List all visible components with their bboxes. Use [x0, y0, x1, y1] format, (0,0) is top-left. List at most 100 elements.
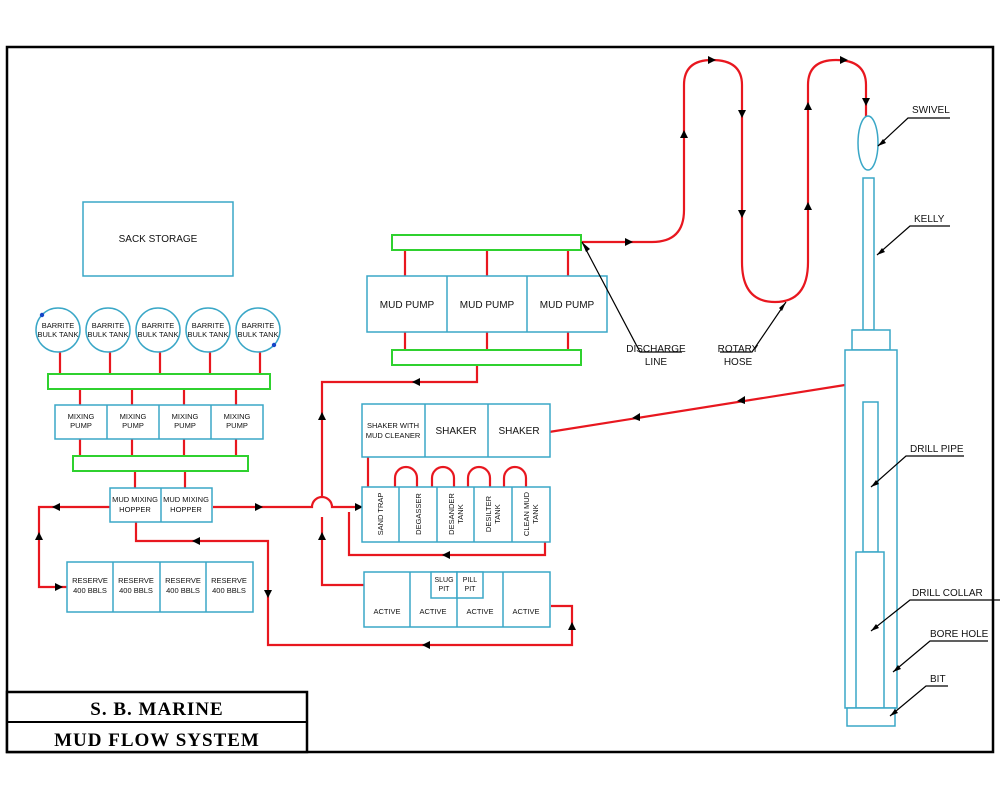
- title-block: S. B. MARINE MUD FLOW SYSTEM: [5, 690, 309, 754]
- barrite-tank: [185, 307, 231, 353]
- pill-pit-label: PIT: [465, 586, 477, 593]
- sack-storage-box: [82, 201, 234, 277]
- rotary-hose-label: ROTARY: [718, 344, 759, 355]
- active-pit-label: ACTIVE: [373, 607, 400, 616]
- barrite-valve-icon: [271, 342, 277, 348]
- mixing-pump-label: PUMP: [174, 421, 196, 430]
- barrite-tank: [85, 307, 131, 353]
- kelly-icon: [862, 177, 875, 331]
- slug-pit-box: [430, 571, 458, 599]
- reserve-pit-label: 400 BBLS: [119, 586, 153, 595]
- drill-collar-label: DRILL COLLAR: [912, 588, 983, 599]
- hopper-label: HOPPER: [170, 505, 202, 514]
- reserve-pit-label: RESERVE: [118, 576, 154, 585]
- mud-pump-label: MUD PUMP: [460, 300, 515, 311]
- mixing-pump-label: MIXING: [172, 412, 199, 421]
- mixing-pump-label: PUMP: [226, 421, 248, 430]
- flow-arrows: [35, 56, 870, 649]
- active-pit-label: ACTIVE: [512, 607, 539, 616]
- shaker-label: SHAKER: [435, 426, 476, 437]
- swivel-icon: [857, 115, 879, 171]
- barrite-tank-label: BULK TANK: [138, 330, 179, 339]
- reserve-pit-label: RESERVE: [165, 576, 201, 585]
- slug-pit-label: PIT: [439, 586, 451, 593]
- shaker-mud-cleaner-label: SHAKER WITH: [367, 421, 419, 430]
- barrite-tank-label: BARRITE: [142, 321, 175, 330]
- callout-leaders: [581, 117, 1000, 717]
- clean-mud-label: TANK: [531, 504, 540, 523]
- hopper-label: MUD MIXING: [112, 495, 158, 504]
- desander-label: DESANDER: [447, 493, 456, 535]
- shaker-label: SHAKER: [498, 426, 539, 437]
- barrite-tank: [135, 307, 181, 353]
- barrite-tank-label: BARRITE: [92, 321, 125, 330]
- barrite-tank-label: BARRITE: [242, 321, 275, 330]
- mud-pump-box: [366, 275, 608, 333]
- bit-label: BIT: [930, 674, 946, 685]
- barrite-tank-label: BULK TANK: [238, 330, 279, 339]
- swivel-label: SWIVEL: [912, 105, 950, 116]
- slug-pit-label: SLUG: [434, 577, 453, 584]
- reserve-pit-label: RESERVE: [211, 576, 247, 585]
- mixing-pump-label: MIXING: [68, 412, 95, 421]
- reserve-pit-label: RESERVE: [72, 576, 108, 585]
- treatment-tank-box: [361, 486, 551, 543]
- well-assembly: [844, 115, 898, 727]
- reserve-pits: RESERVE 400 BBLS RESERVE 400 BBLS RESERV…: [66, 561, 254, 613]
- company-name: S. B. MARINE: [90, 699, 223, 720]
- mixing-pump-label: MIXING: [120, 412, 147, 421]
- barrite-tank: [235, 307, 281, 353]
- treatment-tanks: SAND TRAP DEGASSER DESANDER TANK DESILTE…: [361, 486, 551, 543]
- drill-collar-icon: [855, 551, 885, 709]
- pump-suction-manifold: [391, 349, 582, 366]
- discharge-line-label: DISCHARGE: [626, 344, 686, 355]
- sack-storage-label: SACK STORAGE: [119, 234, 198, 245]
- active-pit-label: ACTIVE: [419, 607, 446, 616]
- barrite-manifold: [47, 373, 271, 390]
- desilter-label: DESILTER: [484, 495, 493, 532]
- barrite-tank-label: BULK TANK: [188, 330, 229, 339]
- mud-pump-label: MUD PUMP: [540, 300, 595, 311]
- pill-pit-label: PILL: [463, 577, 478, 584]
- callout-labels: DISCHARGE LINE ROTARY HOSE SWIVEL KELLY …: [626, 105, 988, 685]
- discharge-line-label: LINE: [645, 357, 668, 368]
- sand-trap-label: SAND TRAP: [376, 493, 385, 536]
- mixing-pump-label: PUMP: [122, 421, 144, 430]
- mixing-manifold: [72, 455, 249, 472]
- degasser-label: DEGASSER: [414, 493, 423, 535]
- desander-label: TANK: [456, 504, 465, 523]
- shakers: SHAKER WITH MUD CLEANER SHAKER SHAKER: [361, 403, 551, 458]
- hopper-label: HOPPER: [119, 505, 151, 514]
- clean-mud-label: CLEAN MUD: [522, 491, 531, 536]
- pill-pit-box: [456, 571, 484, 599]
- active-pits: SLUG PIT PILL PIT ACTIVE ACTIVE ACTIVE A…: [363, 571, 551, 628]
- barrite-tank-label: BULK TANK: [38, 330, 79, 339]
- drill-pipe-label: DRILL PIPE: [910, 444, 964, 455]
- reserve-pit-label: 400 BBLS: [166, 586, 200, 595]
- barrite-tank-label: BARRITE: [42, 321, 75, 330]
- drawing-title: MUD FLOW SYSTEM: [54, 730, 260, 751]
- mixing-pumps: MIXING PUMP MIXING PUMP MIXING PUMP MIXI…: [54, 404, 264, 440]
- shaker-mud-cleaner-label: MUD CLEANER: [366, 431, 421, 440]
- reserve-pit-label: 400 BBLS: [212, 586, 246, 595]
- drill-pipe-icon: [862, 401, 879, 553]
- kelly-label: KELLY: [914, 214, 945, 225]
- rotary-table: [851, 329, 891, 351]
- rotary-hose-label: HOSE: [724, 357, 753, 368]
- mixing-pump-label: PUMP: [70, 421, 92, 430]
- hoppers: MUD MIXING HOPPER MUD MIXING HOPPER: [109, 487, 213, 523]
- bit-icon: [846, 707, 896, 727]
- mud-pump-label: MUD PUMP: [380, 300, 435, 311]
- barrite-valve-icon: [39, 312, 45, 318]
- hopper-label: MUD MIXING: [163, 495, 209, 504]
- bore-hole-label: BORE HOLE: [930, 629, 989, 640]
- barrite-tank-label: BULK TANK: [88, 330, 129, 339]
- barrite-tanks: BARRITE BULK TANK BARRITE BULK TANK BARR…: [35, 307, 281, 353]
- reserve-pit-label: 400 BBLS: [73, 586, 107, 595]
- desilter-label: TANK: [493, 504, 502, 523]
- barrite-tank: [35, 307, 81, 353]
- flow-lines: [37, 58, 868, 647]
- pump-discharge-manifold: [391, 234, 582, 251]
- mud-pumps: MUD PUMP MUD PUMP MUD PUMP: [366, 275, 608, 333]
